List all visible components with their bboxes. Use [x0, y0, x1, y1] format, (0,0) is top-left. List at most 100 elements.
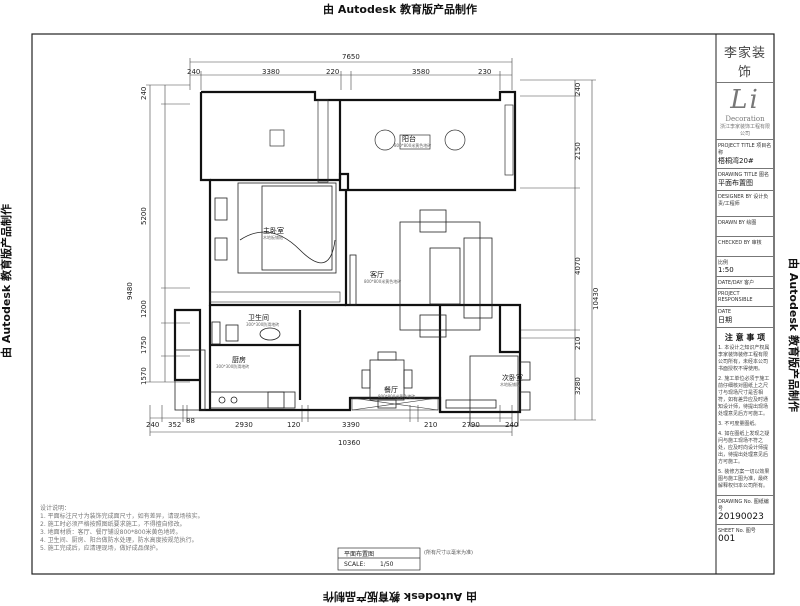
designer-cell: DESIGNER BY 设计负责/工程师: [716, 191, 774, 217]
left-dimensions: [146, 84, 190, 383]
top-dimensions: [189, 58, 513, 90]
kitchen-fixtures: [174, 349, 296, 411]
caption-scale: 1/50: [380, 561, 394, 568]
room-kitchen-floor: 300*300防滑地砖: [216, 364, 250, 369]
master-bed: [214, 182, 337, 274]
room-balcony-floor: 800*800米黄色地砖: [394, 143, 432, 148]
dim-right-seg-2: 4070: [574, 257, 582, 275]
right-dimensions: [520, 79, 596, 421]
room-kitchen-name: 厨房: [232, 356, 246, 364]
dim-bottom-seg-4: 120: [287, 421, 300, 429]
dim-left-seg-0: 240: [140, 87, 148, 100]
room-second-floor: 木地板铺贴: [500, 382, 520, 387]
room-balcony-name: 阳台: [402, 135, 416, 143]
sheet-no-label: SHEET No. 图号: [718, 528, 756, 534]
checked-cell: CHECKED BY 审核: [716, 237, 774, 257]
dim-bottom-seg-5: 3390: [342, 421, 360, 429]
drawing-no-label: DRAWING No. 图纸编号: [718, 499, 769, 512]
dim-top-overall: 7650: [342, 53, 360, 61]
date2-value: 日期: [718, 316, 732, 324]
room-master-name: 主卧室: [263, 227, 284, 235]
caption-note: (所有尺寸以毫米为准): [424, 549, 473, 556]
room-bath-floor: 300*300防滑地砖: [246, 322, 280, 327]
dim-right-seg-3: 210: [574, 337, 582, 350]
bottom-dimensions: [149, 405, 513, 436]
dim-bottom-seg-2: 88: [186, 417, 195, 425]
caption-title: 平面布置图: [344, 550, 374, 558]
date-client-cell: DATE/DAY 客户: [716, 277, 774, 289]
room-bath-name: 卫生间: [248, 314, 269, 322]
drawn-label: DRAWN BY 绘图: [718, 220, 757, 226]
watermark-top: 由 Autodesk 教育版产品制作: [322, 3, 477, 16]
caption-box: [337, 547, 421, 571]
dim-right-seg-1: 2150: [574, 142, 582, 160]
note-2: 3. 不可度量图纸。: [718, 421, 760, 427]
master-wardrobe: [209, 291, 341, 303]
checked-label: CHECKED BY 审核: [718, 240, 762, 246]
dim-bottom-overall: 10360: [338, 439, 360, 447]
dim-top-seg-0: 240: [187, 68, 200, 76]
dim-left-seg-1: 5200: [140, 207, 148, 225]
dim-bottom-seg-6: 210: [424, 421, 437, 429]
drawing-no: 20190023: [718, 512, 764, 522]
note-3: 4. 如在图纸上发现之疑问与施工现场不符之处，应及时向设计师提出，待提出处理意见…: [718, 431, 770, 465]
title-block: 李家装饰 Li Decoration 浙江李家装饰工程有限公司 PROJECT …: [716, 34, 774, 574]
drawing-title-label: DRAWING TITLE 图名: [718, 172, 770, 178]
design-note-4: 5. 施工完成后，应清理现场，做好成品保护。: [40, 545, 162, 552]
dim-left-seg-4: 1570: [140, 367, 148, 385]
dim-top-seg-2: 220: [326, 68, 339, 76]
date-label: DATE/DAY: [718, 280, 743, 286]
dim-left-seg-2: 1200: [140, 300, 148, 318]
project-title-cell: PROJECT TITLE 项目名称 梧桐湾20#: [716, 140, 774, 169]
scale-cell: 比例 1:50: [716, 257, 774, 277]
sheet-no: 001: [718, 534, 736, 544]
design-note-3: 4. 卫生间、厨房、阳台做防水处理，防水高度按规范执行。: [40, 537, 198, 544]
dim-right-seg-0: 240: [574, 83, 582, 96]
room-master-floor: 木地板铺贴: [263, 235, 283, 240]
company-full-name: 浙江李家装饰工程有限公司: [719, 124, 770, 137]
dim-top-seg-1: 3380: [262, 68, 280, 76]
notes-cell: 注 意 事 项 1. 本设计之知识产权属李家装饰装修工程有限公司所有，未经本公司…: [716, 328, 774, 496]
drawing-no-cell: DRAWING No. 图纸编号 20190023: [716, 496, 774, 525]
design-note-1: 2. 施工时必须严格按照图纸要求施工，不得擅自修改。: [40, 521, 186, 528]
scale-label: 比例: [718, 260, 729, 266]
design-note-2: 3. 地面材质：客厅、餐厅铺设800*800米黄色地砖。: [40, 529, 182, 536]
dim-bottom-seg-3: 2930: [235, 421, 253, 429]
logo-sub: Decoration: [725, 115, 765, 123]
room-living-name: 客厅: [370, 271, 384, 279]
dim-bottom-seg-7: 2790: [462, 421, 480, 429]
dim-bottom-seg-0: 240: [146, 421, 159, 429]
balcony-furniture: [269, 99, 514, 183]
caption-scale-label: SCALE:: [344, 561, 365, 568]
dim-left-seg-3: 1750: [140, 336, 148, 354]
bottom-cabinet: [351, 397, 439, 411]
dim-left-overall: 9480: [126, 282, 134, 300]
dim-top-seg-3: 3580: [412, 68, 430, 76]
designer-label: DESIGNER BY 设计负责/工程师: [718, 194, 769, 207]
dining-table: [361, 351, 413, 409]
dim-top-seg-4: 230: [478, 68, 491, 76]
company-logo: Li Decoration 浙江李家装饰工程有限公司: [716, 83, 774, 140]
dim-bottom-seg-1: 352: [168, 421, 181, 429]
second-bed: [445, 355, 531, 427]
room-second-name: 次卧室: [502, 374, 523, 382]
project-title: 梧桐湾20#: [718, 157, 754, 165]
room-dining-name: 餐厅: [384, 386, 398, 394]
room-living-floor: 800*800米黄色地砖: [364, 279, 402, 284]
notes-title: 注 意 事 项: [724, 333, 766, 342]
client-label: 客户: [744, 280, 755, 286]
project-responsible-cell: PROJECT RESPONSIBLE: [716, 289, 774, 307]
room-dining-floor: 800*800米黄色地砖: [378, 394, 416, 399]
scale-value: 1:50: [718, 266, 734, 274]
dim-right-seg-4: 3280: [574, 377, 582, 395]
design-notes-title: 设计说明：: [40, 505, 71, 512]
note-1: 2. 施工单位必须于施工前仔细核对图纸上之尺寸与现场尺寸是否相符，如有差异应及时…: [718, 376, 770, 417]
drawing-title: 平面布置图: [718, 179, 753, 187]
project-title-label: PROJECT TITLE 项目名称: [718, 143, 772, 156]
sheet-no-cell: SHEET No. 图号 001: [716, 525, 774, 546]
note-4: 5. 装修方案一切以效果图与施工图为准，最终解释权归本公司所有。: [718, 469, 770, 489]
company-name: 李家装饰: [716, 34, 774, 83]
project-responsible-label: PROJECT RESPONSIBLE: [718, 291, 753, 303]
dim-right-overall: 10430: [592, 288, 600, 310]
